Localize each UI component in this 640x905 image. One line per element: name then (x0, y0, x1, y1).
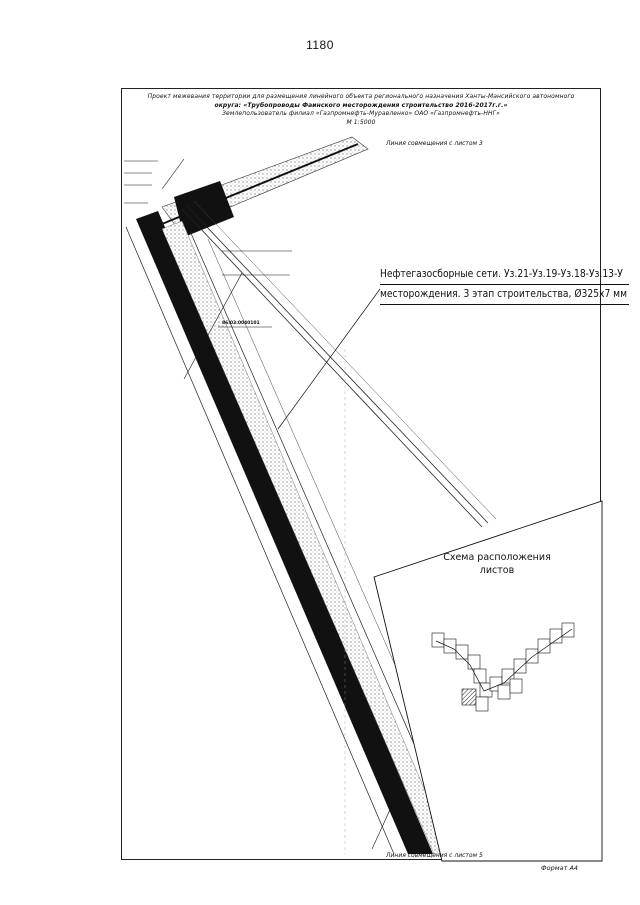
scale-label: М 1:5000 (346, 118, 376, 126)
inset-title-line-1: Схема расположения (443, 552, 551, 563)
match-line-top: Линия совмещения с листом 3 (386, 140, 483, 147)
upper-dark-line (161, 143, 359, 225)
pipeline-line-1 (181, 208, 483, 528)
format-label: Формат А4 (541, 864, 579, 872)
junction-block (174, 181, 234, 237)
inset-region (373, 500, 603, 862)
title-line-2: округа: «Трубопроводы Фаинского месторож… (214, 101, 508, 109)
leader-parcel (183, 272, 243, 380)
pipeline-label-line-2: месторождения. 3 этап строительства, Ø32… (380, 285, 630, 305)
parcel-label-main: 86:03:0040101 (222, 321, 260, 326)
title-block: Проект межевания территории для размещен… (122, 93, 600, 127)
inset-sheet-layout (431, 622, 575, 712)
stipple-strip (161, 220, 453, 855)
bottom-leader (371, 800, 395, 850)
inset-title: Схема расположения листов (422, 551, 572, 577)
pipeline-label: Нефтегазосборные сети. Уз.21-Уз.19-Уз.18… (380, 265, 630, 305)
main-black-band (136, 211, 433, 854)
leader-top (161, 158, 185, 190)
leader-pipeline (277, 288, 381, 430)
map-sheet: Проект межевания территории для размещен… (121, 88, 630, 862)
title-line-1: Проект межевания территории для размещен… (147, 93, 575, 100)
map-drawing (124, 136, 603, 862)
page-number: 1180 (306, 38, 334, 52)
pipeline-line-2 (185, 204, 489, 524)
boundary-left (125, 226, 395, 855)
inset-title-line-2: листов (479, 565, 515, 576)
pipeline-line-3 (193, 200, 497, 520)
match-line-bottom: Линия совмещения с листом 5 (386, 852, 483, 859)
title-line-3: Землепользователь филиал «Газпромнефть-М… (222, 110, 500, 117)
left-tick-marks (124, 160, 292, 328)
pipeline-label-line-1: Нефтегазосборные сети. Уз.21-Уз.19-Уз.18… (380, 265, 630, 285)
